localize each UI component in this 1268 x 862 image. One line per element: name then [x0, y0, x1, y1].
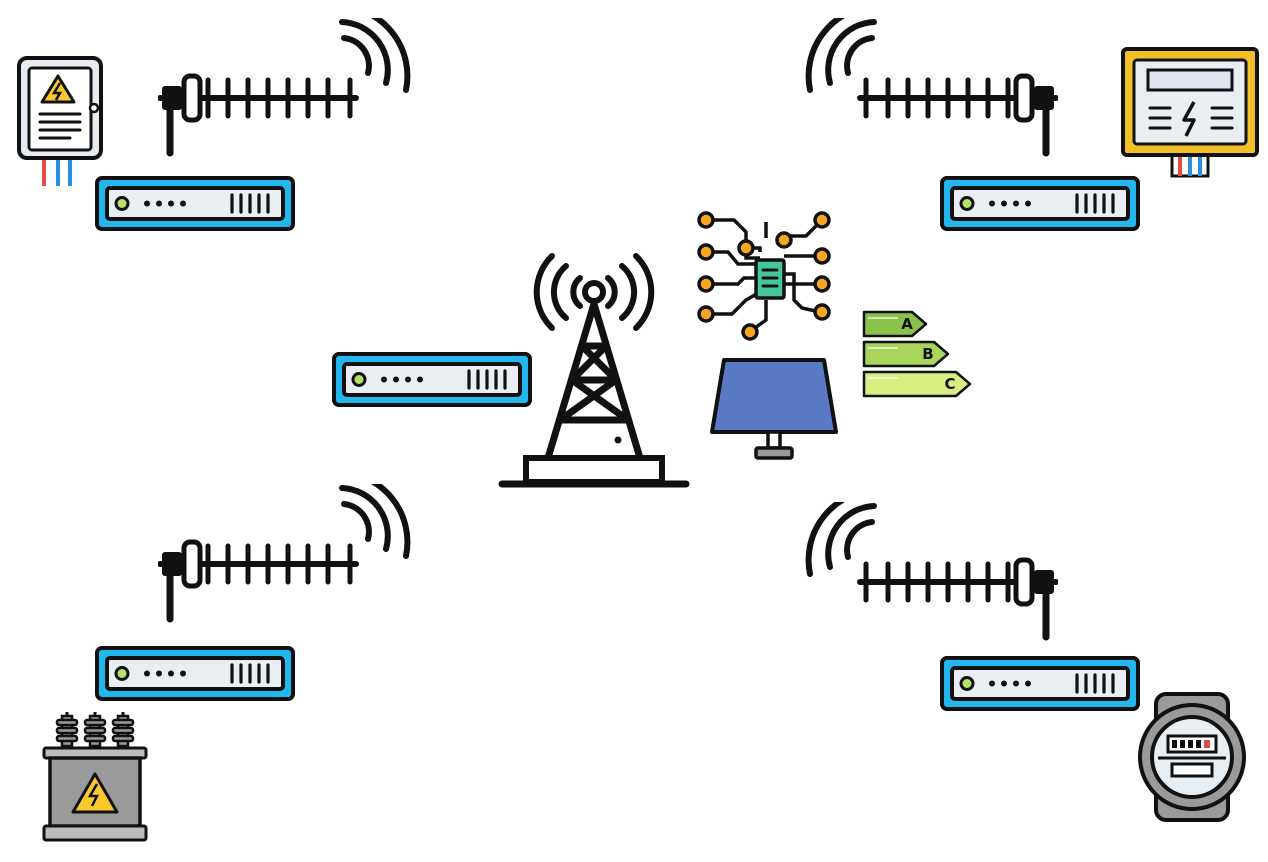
solar-panel-icon [704, 356, 844, 462]
energy-label-b: B [922, 345, 933, 363]
modem-bottom-right [940, 656, 1140, 711]
power-meter-box-icon [1120, 46, 1262, 180]
modem-top-right [940, 176, 1140, 231]
modem-top-left [95, 176, 295, 231]
yagi-antenna-bottom-right [798, 502, 1058, 642]
energy-label-a: A [901, 315, 913, 333]
yagi-antenna-top-right [798, 18, 1058, 158]
transformer-icon [38, 710, 152, 844]
yagi-antenna-top-left [158, 18, 418, 158]
modem-bottom-left [95, 646, 295, 701]
yagi-antenna-bottom-left [158, 484, 418, 624]
circuit-chip-icon [694, 208, 836, 346]
cell-tower-icon [498, 253, 690, 490]
energy-rating-icon: A B C [860, 308, 974, 400]
electrical-panel-icon [14, 56, 106, 188]
energy-label-c: C [944, 375, 955, 393]
smart-meter-icon [1136, 690, 1248, 824]
